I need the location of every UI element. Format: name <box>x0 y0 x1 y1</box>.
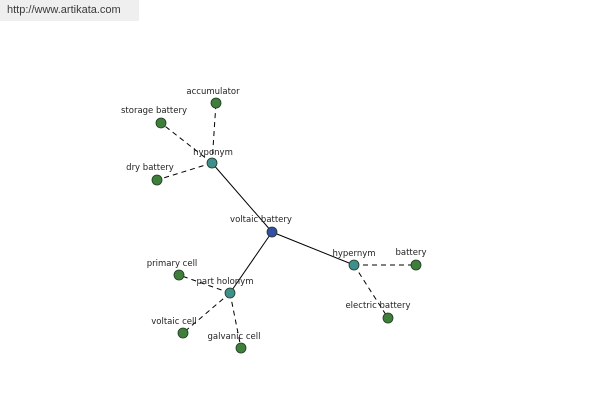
node-galvanic-cell[interactable] <box>235 342 247 354</box>
edge-part-holonym <box>229 231 273 294</box>
label-dry-battery[interactable]: dry battery <box>126 163 174 173</box>
edge-accumulator <box>211 102 217 164</box>
node-hypernym[interactable] <box>348 259 360 271</box>
graph-labels: voltaic battery hyponym accumulator storage… <box>121 87 427 342</box>
label-hypernym[interactable]: hypernym <box>332 249 375 259</box>
label-voltaic-cell[interactable]: voltaic cell <box>151 317 197 327</box>
watermark-link[interactable]: http://www.artikata.com <box>0 0 139 21</box>
node-accumulator[interactable] <box>210 97 222 109</box>
label-hyponym[interactable]: hyponym <box>193 148 233 158</box>
node-battery[interactable] <box>410 259 422 271</box>
node-part-holonym[interactable] <box>224 287 236 299</box>
node-dry-battery[interactable] <box>151 174 163 186</box>
label-storage-battery[interactable]: storage battery <box>121 106 187 116</box>
edge-electric-battery <box>353 264 389 319</box>
label-accumulator[interactable]: accumulator <box>186 87 240 97</box>
node-voltaic-battery[interactable] <box>266 226 278 238</box>
label-electric-battery[interactable]: electric battery <box>345 301 410 311</box>
edge-galvanic-cell <box>229 292 242 349</box>
edge-voltaic-cell <box>182 292 231 334</box>
node-storage-battery[interactable] <box>155 117 167 129</box>
watermark-text: http://www.artikata.com <box>7 4 121 16</box>
label-battery[interactable]: battery <box>395 248 426 258</box>
edge-primary-cell <box>178 274 231 294</box>
label-galvanic-cell[interactable]: galvanic cell <box>208 332 261 342</box>
node-primary-cell[interactable] <box>173 269 185 281</box>
edge-dry-battery <box>156 162 213 181</box>
label-part-holonym[interactable]: part holonym <box>197 277 254 287</box>
node-voltaic-cell[interactable] <box>177 327 189 339</box>
label-primary-cell[interactable]: primary cell <box>147 259 198 269</box>
node-electric-battery[interactable] <box>382 312 394 324</box>
graph-nodes <box>151 97 422 354</box>
edge-storage-battery <box>160 122 213 164</box>
node-hyponym[interactable] <box>206 157 218 169</box>
edge-hyponym <box>211 162 273 233</box>
label-voltaic-battery[interactable]: voltaic battery <box>230 215 292 225</box>
edge-hypernym <box>271 231 355 266</box>
graph-edges <box>156 102 416 349</box>
